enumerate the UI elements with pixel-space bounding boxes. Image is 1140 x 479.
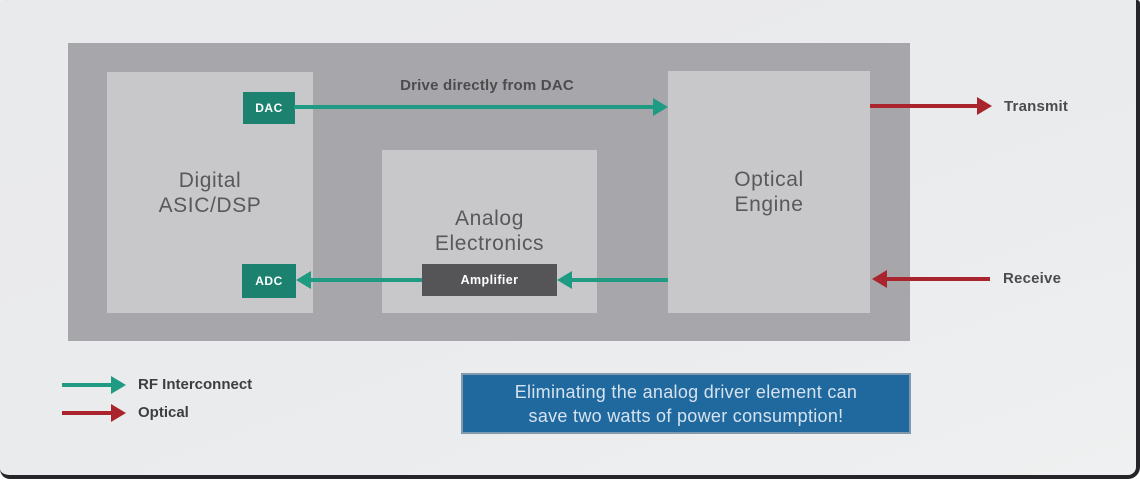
dac-chip: DAC [243, 92, 295, 124]
transmit-label: Transmit [1004, 98, 1069, 115]
optical-label-line2: Engine [734, 193, 804, 216]
callout-line1: Eliminating the analog driver element ca… [514, 381, 858, 402]
optical-engine-block: Optical Engine [668, 71, 870, 313]
rf-optical-to-amplifier-line [571, 278, 668, 282]
callout-banner: Eliminating the analog driver element ca… [461, 373, 911, 434]
callout-line2: save two watts of power consumption! [528, 405, 844, 426]
adc-chip: ADC [242, 264, 296, 298]
drive-directly-label: Drive directly from DAC [400, 77, 574, 94]
rf-arrow-right-icon [653, 98, 668, 116]
optical-transmit-line [870, 104, 978, 108]
optical-receive-line [886, 277, 990, 281]
optical-arrow-left-icon [872, 270, 887, 288]
digital-label-line1: Digital [178, 168, 242, 192]
legend-optical-line [62, 411, 112, 415]
legend-optical-arrow-icon [111, 404, 126, 422]
amplifier-block: Amplifier [422, 264, 557, 296]
optical-label-line1: Optical [734, 168, 804, 191]
rf-amplifier-to-adc-line [310, 278, 422, 282]
optical-engine-label: Optical Engine [734, 167, 804, 217]
rf-arrow-left-adc-icon [296, 271, 311, 289]
legend-rf-label: RF Interconnect [138, 376, 253, 393]
legend-rf-arrow-icon [111, 376, 126, 394]
optical-arrow-right-icon [977, 97, 992, 115]
digital-asic-dsp-label: Digital ASIC/DSP [159, 168, 262, 218]
legend-rf-line [62, 383, 112, 387]
rf-dac-to-optical-line [294, 105, 654, 109]
analog-label-line2: Electronics [434, 232, 545, 255]
receive-label: Receive [1003, 270, 1062, 287]
analog-label-line1: Analog [455, 207, 524, 230]
rf-arrow-left-amplifier-icon [557, 271, 572, 289]
legend-optical-label: Optical [138, 404, 189, 421]
digital-label-line2: ASIC/DSP [158, 193, 262, 217]
analog-electronics-label: Analog Electronics [435, 206, 544, 256]
